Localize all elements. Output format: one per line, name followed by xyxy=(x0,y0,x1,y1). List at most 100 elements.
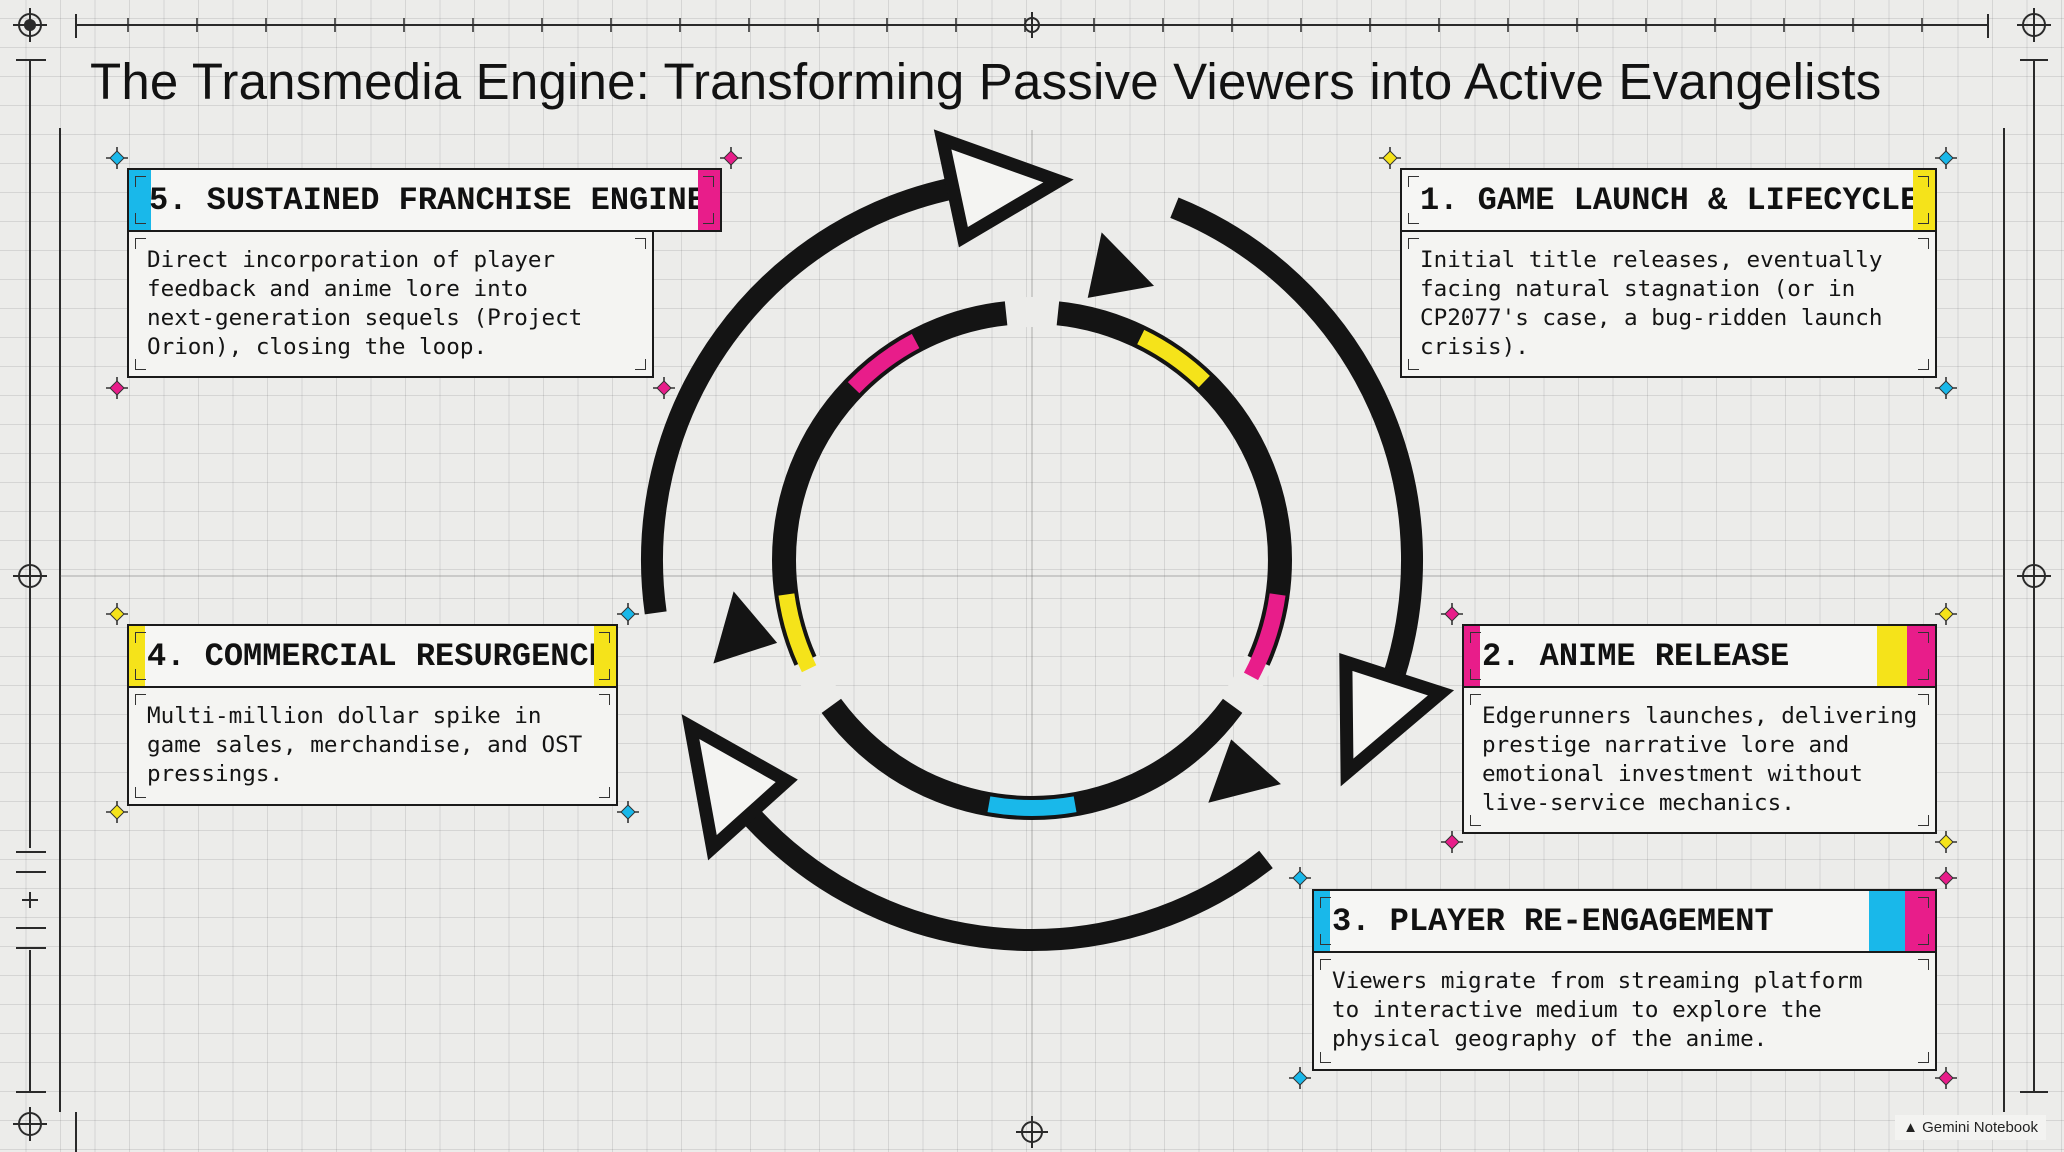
inner-ring-gap xyxy=(1004,297,1060,329)
step-3-line-2: to interactive medium to explore the xyxy=(1332,997,1822,1023)
step-desc-5: Direct incorporation of player feedback … xyxy=(127,230,654,378)
registration-mark-icon xyxy=(1935,867,1957,889)
cycle-arrowhead xyxy=(933,129,1074,248)
step-4-line-2: game sales, merchandise, and OST xyxy=(147,732,583,758)
notebook-icon: ▲ xyxy=(1903,1119,1918,1136)
corner-bracket xyxy=(599,632,610,643)
step-5-cyan-tag xyxy=(129,170,151,230)
registration-mark-icon xyxy=(1379,147,1401,169)
registration-mark-icon xyxy=(1935,147,1957,169)
registration-mark-icon xyxy=(106,377,128,399)
step-5-line-4: Orion), closing the loop. xyxy=(147,334,488,360)
registration-mark-icon xyxy=(1935,603,1957,625)
registration-mark-icon xyxy=(1441,831,1463,853)
inner-ring-color-segment xyxy=(778,593,817,673)
crosshair-icon xyxy=(2017,8,2051,42)
registration-mark-icon xyxy=(1289,867,1311,889)
crosshair-icon xyxy=(2017,559,2051,593)
corner-bracket xyxy=(135,632,146,643)
step-1-line-2: facing natural stagnation (or in xyxy=(1420,276,1856,302)
corner-bracket xyxy=(135,213,146,224)
step-desc-1: Initial title releases, eventually facin… xyxy=(1400,230,1937,378)
corner-bracket xyxy=(703,213,714,224)
crosshair-icon xyxy=(13,559,47,593)
corner-bracket xyxy=(1918,959,1929,970)
corner-bracket xyxy=(1918,897,1929,908)
corner-bracket xyxy=(1918,934,1929,945)
step-label-5: 5. SUSTAINED FRANCHISE ENGINE xyxy=(149,182,706,219)
registration-mark-icon xyxy=(617,801,639,823)
step-5-line-3: next-generation sequels (Project xyxy=(147,305,583,331)
corner-bracket xyxy=(1918,694,1929,705)
corner-bracket xyxy=(1918,359,1929,370)
corner-bracket xyxy=(1918,1052,1929,1063)
registration-mark-icon xyxy=(1289,1067,1311,1089)
corner-bracket xyxy=(1918,632,1929,643)
step-3-cyan-tag xyxy=(1869,891,1905,951)
corner-bracket xyxy=(1470,632,1481,643)
corner-bracket xyxy=(703,176,714,187)
inner-ring-color-segment xyxy=(847,333,920,394)
corner-bracket xyxy=(599,694,610,705)
step-header-5: 5. SUSTAINED FRANCHISE ENGINE xyxy=(127,168,722,232)
step-header-2: 2. ANIME RELEASE xyxy=(1462,624,1937,688)
corner-bracket xyxy=(1408,238,1419,249)
corner-bracket xyxy=(135,176,146,187)
step-3-line-1: Viewers migrate from streaming platform xyxy=(1332,968,1863,994)
step-desc-4: Multi-million dollar spike in game sales… xyxy=(127,686,618,806)
cycle-arrowhead xyxy=(681,714,798,861)
step-4-yellow-tag-left xyxy=(129,626,145,686)
corner-bracket xyxy=(1320,959,1331,970)
cycle-arrow-icon xyxy=(641,129,1455,951)
crosshair-icon xyxy=(13,8,47,42)
inner-ring-color-segment xyxy=(1243,593,1286,681)
corner-bracket xyxy=(1320,897,1331,908)
corner-bracket xyxy=(1470,694,1481,705)
corner-bracket xyxy=(1470,669,1481,680)
registration-mark-icon xyxy=(617,603,639,625)
watermark-label: Gemini Notebook xyxy=(1922,1119,2038,1136)
registration-mark-icon xyxy=(1935,831,1957,853)
corner-bracket xyxy=(635,359,646,370)
registration-mark-icon xyxy=(1935,377,1957,399)
crosshair-icon xyxy=(1019,12,1045,38)
corner-bracket xyxy=(1918,815,1929,826)
inner-arrow-notch xyxy=(1208,739,1281,803)
registration-mark-icon xyxy=(1441,603,1463,625)
corner-bracket xyxy=(135,359,146,370)
step-desc-2: Edgerunners launches, delivering prestig… xyxy=(1462,686,1937,834)
step-2-magenta-tag-right xyxy=(1907,626,1935,686)
inner-arrow-notch xyxy=(713,591,778,664)
step-header-3: 3. PLAYER RE-ENGAGEMENT xyxy=(1312,889,1937,953)
watermark: ▲ Gemini Notebook xyxy=(1895,1115,2046,1140)
corner-bracket xyxy=(599,787,610,798)
step-3-cyan-tag-left xyxy=(1314,891,1330,951)
corner-bracket xyxy=(1470,815,1481,826)
step-1-yellow-tag xyxy=(1913,170,1935,230)
step-2-yellow-tag xyxy=(1877,626,1907,686)
step-4-yellow-tag-right xyxy=(594,626,616,686)
cycle-arrow-segment xyxy=(641,174,968,615)
registration-mark-icon xyxy=(106,801,128,823)
ruler-plus-widget xyxy=(16,851,46,949)
step-2-line-1: Edgerunners launches, delivering xyxy=(1482,703,1918,729)
corner-bracket xyxy=(1918,238,1929,249)
cycle-arrow-segment xyxy=(732,797,1273,951)
step-1-line-4: crisis). xyxy=(1420,334,1529,360)
step-header-4: 4. COMMERCIAL RESURGENCE xyxy=(127,624,618,688)
corner-bracket xyxy=(1918,213,1929,224)
step-2-line-4: live-service mechanics. xyxy=(1482,790,1795,816)
step-label-1: 1. GAME LAUNCH & LIFECYCLE xyxy=(1420,182,1920,219)
inner-arrow-notch xyxy=(1087,232,1155,298)
corner-bracket xyxy=(135,238,146,249)
step-label-2: 2. ANIME RELEASE xyxy=(1482,638,1790,675)
corner-bracket xyxy=(1918,669,1929,680)
inner-ring-color-segment xyxy=(987,796,1077,816)
registration-mark-icon xyxy=(106,603,128,625)
step-4-line-3: pressings. xyxy=(147,761,284,787)
step-4-line-1: Multi-million dollar spike in xyxy=(147,703,542,729)
corner-bracket xyxy=(1408,213,1419,224)
step-label-4: 4. COMMERCIAL RESURGENCE xyxy=(147,638,608,675)
